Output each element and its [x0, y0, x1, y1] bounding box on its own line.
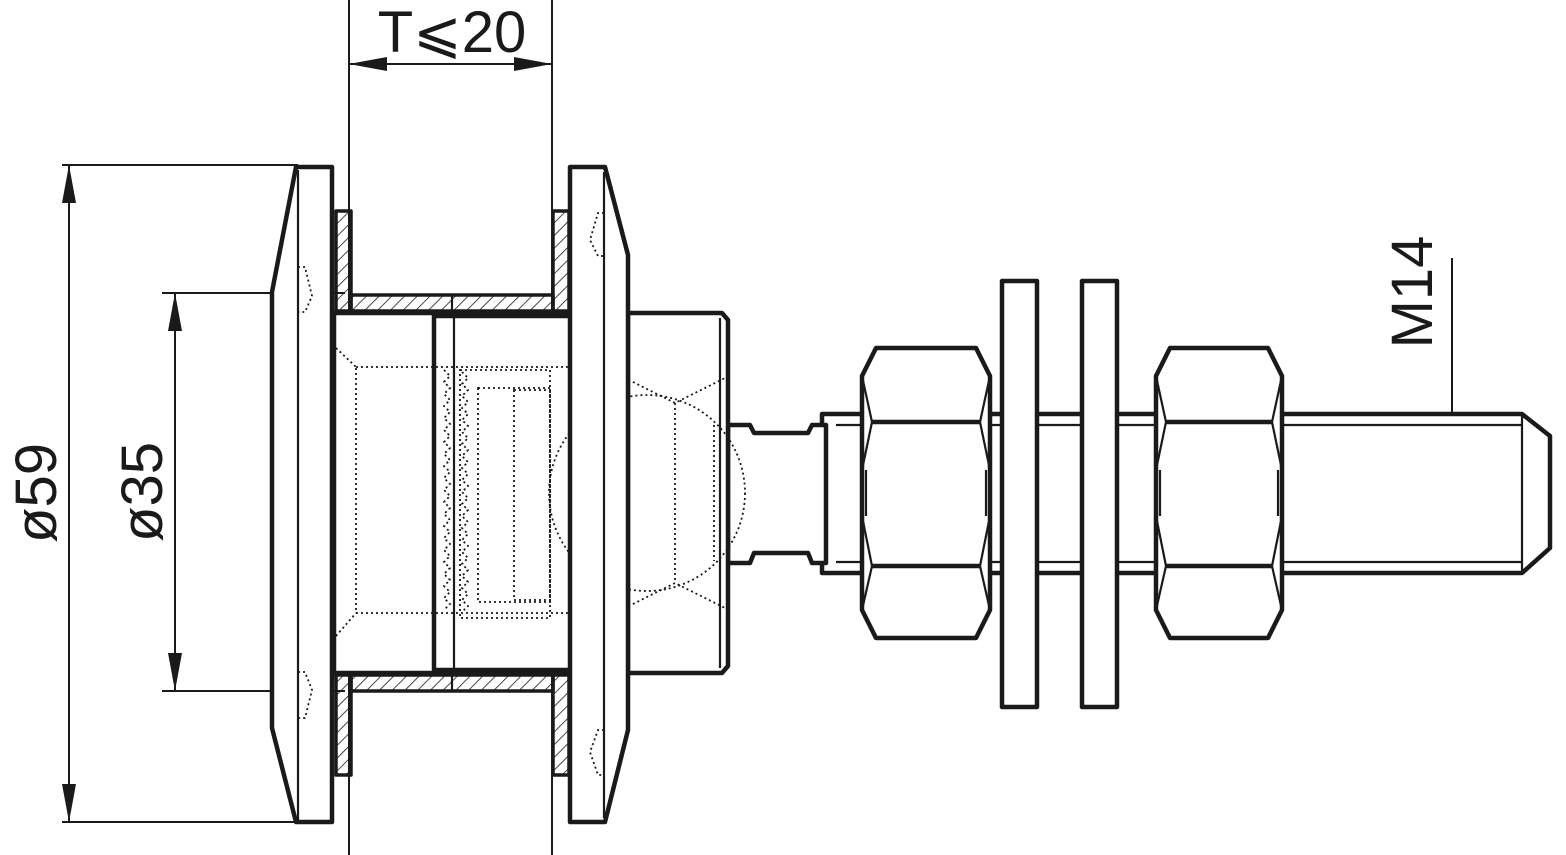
outer-diameter-label: ø59	[4, 443, 69, 543]
front-disc	[269, 164, 335, 825]
thickness-label: T⩽20	[378, 0, 527, 65]
gaskets	[334, 209, 571, 777]
inner-diameter-label: ø35	[110, 442, 175, 542]
washers	[999, 278, 1120, 710]
arrowhead	[62, 784, 76, 822]
thread-label: M14	[1380, 236, 1445, 349]
arrowhead	[514, 57, 552, 71]
labels: T⩽20 ø59 ø35 M14	[4, 0, 1445, 543]
threaded-bolt	[725, 411, 1553, 576]
arrowhead	[168, 653, 182, 691]
rear-housing	[548, 310, 746, 676]
hex-nut-left	[859, 345, 993, 641]
arrowhead	[168, 293, 182, 331]
arrowhead	[349, 57, 387, 71]
inner-sleeve	[331, 310, 615, 676]
rear-disc	[567, 164, 631, 825]
arrowhead	[62, 165, 76, 203]
hex-nut-right	[1153, 345, 1285, 641]
